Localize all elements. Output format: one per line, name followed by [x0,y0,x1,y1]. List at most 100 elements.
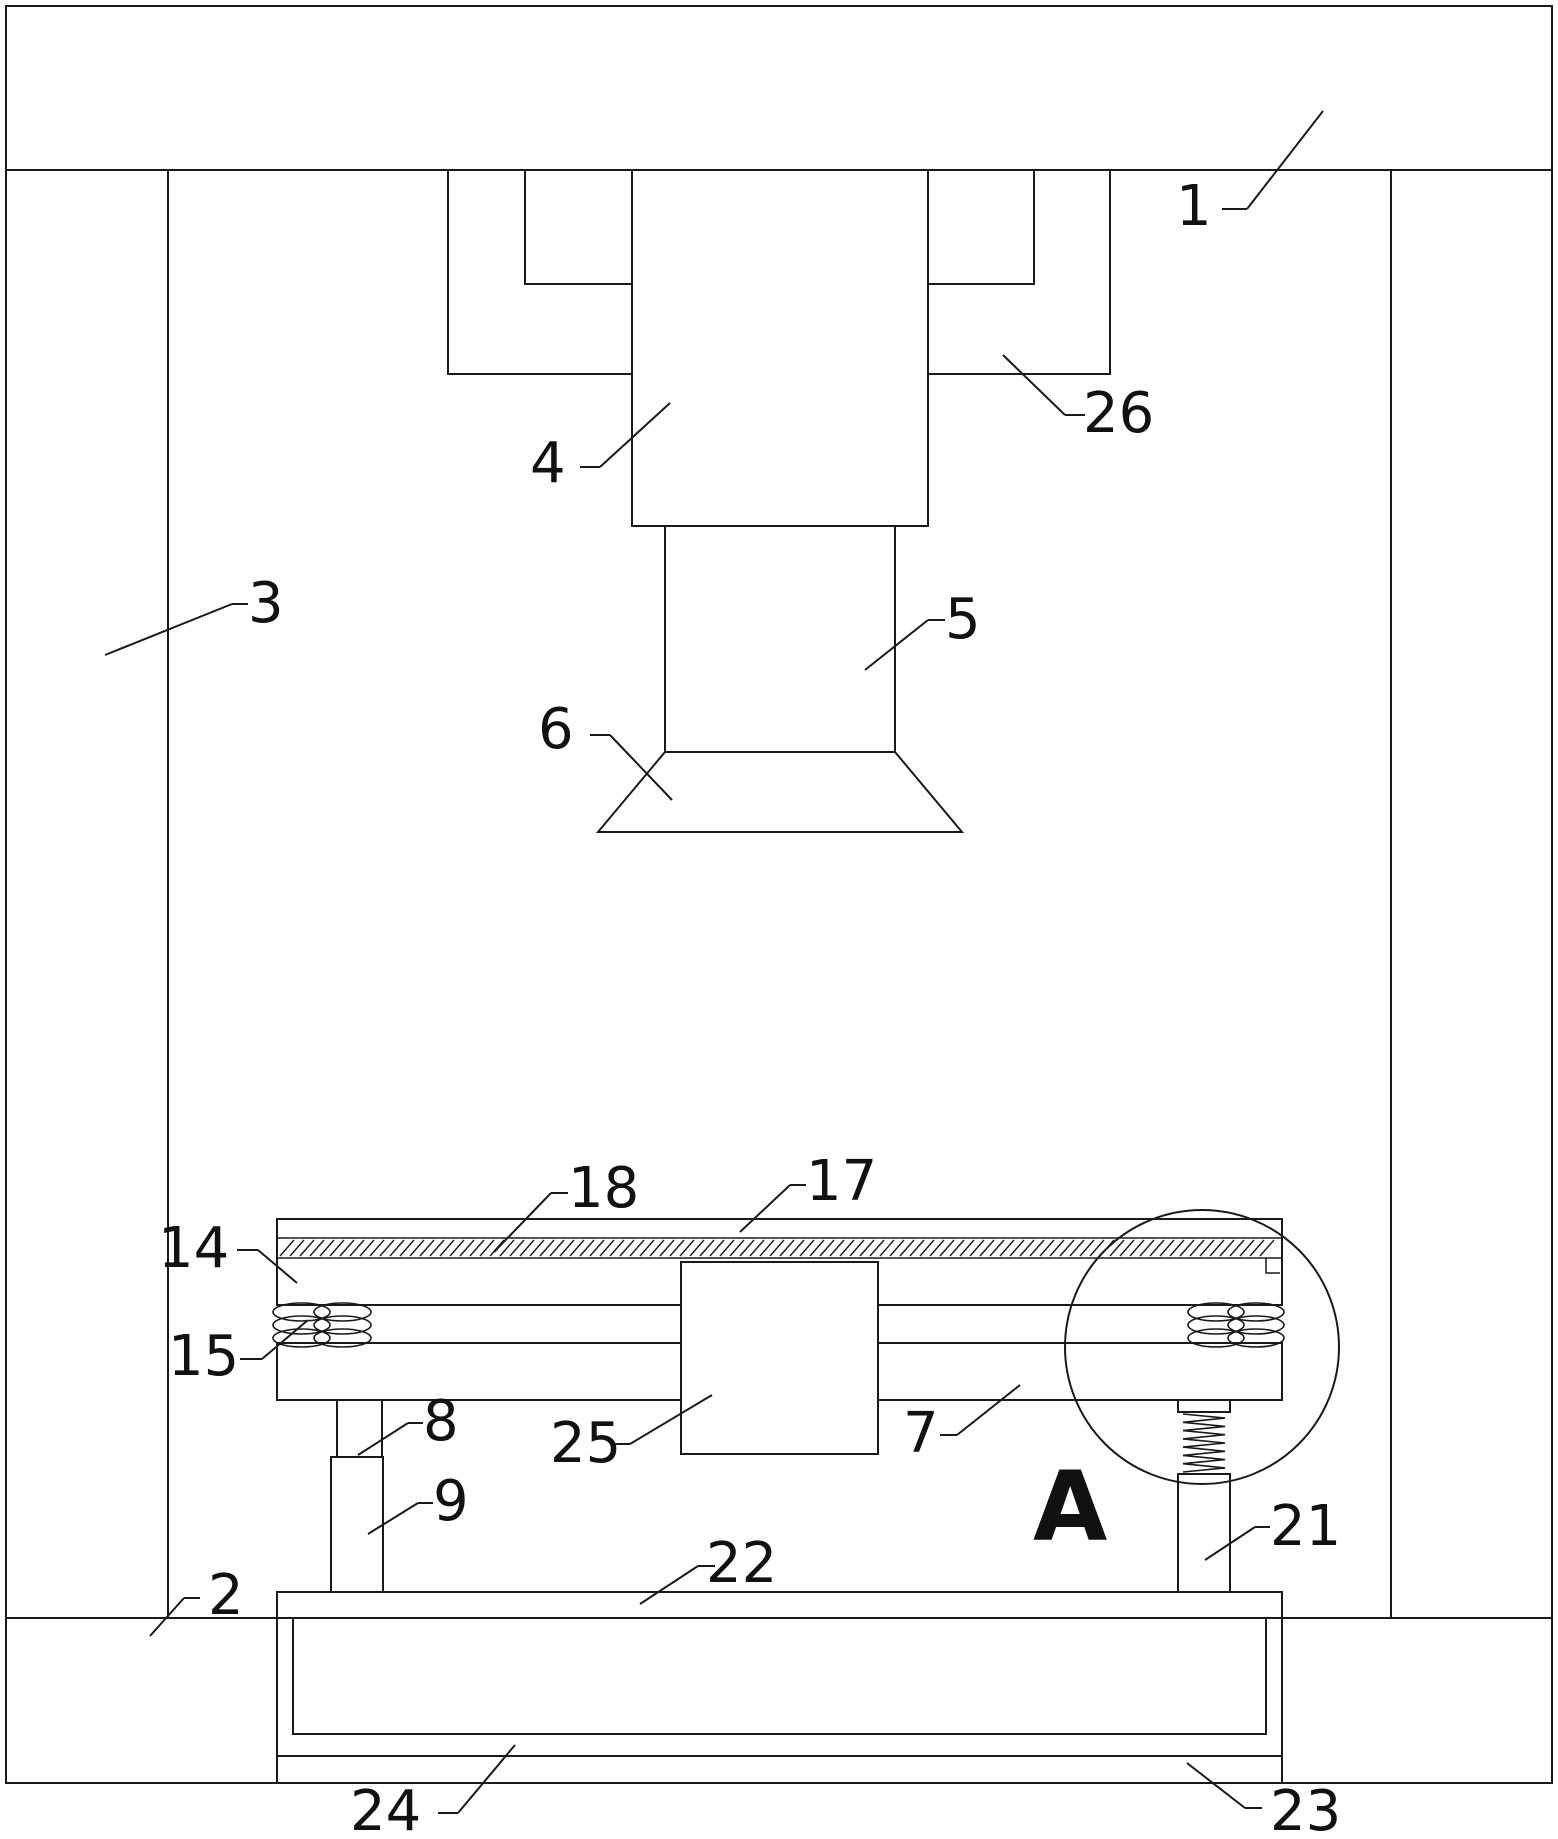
hatch-stroke [459,1239,475,1257]
spring-zigzag [1182,1413,1226,1473]
hatch-stroke [529,1239,545,1257]
spring-coil [1187,1302,1245,1322]
hatch-stroke [1169,1239,1185,1257]
hatch-stroke [1129,1239,1145,1257]
hatch-stroke [309,1239,325,1257]
spring-coil [313,1302,372,1322]
hatch-stroke [609,1239,625,1257]
hatch-stroke [1029,1239,1045,1257]
leader-9 [367,1502,419,1535]
hydraulic-cylinder [631,169,929,527]
hatch-stroke [359,1239,375,1257]
hatch-stroke [1109,1239,1125,1257]
hatch-stroke [1199,1239,1215,1257]
leader-7 [956,1384,1021,1436]
spring-coil [1227,1302,1285,1322]
hatch-stroke [1059,1239,1075,1257]
hatch-stroke [829,1239,845,1257]
hatch-stroke [949,1239,965,1257]
hatch-stroke [999,1239,1015,1257]
hatch-stroke [939,1239,955,1257]
hatch-stroke [299,1239,315,1257]
hatch-stroke [279,1239,295,1257]
hatch-stroke [619,1239,635,1257]
hatch-stroke [689,1239,705,1257]
hatch-stroke [289,1239,305,1257]
hatch-stroke [519,1239,535,1257]
label-4: 4 [530,431,566,496]
spring-right-15 [1187,1302,1285,1348]
hatch-stroke [1259,1239,1275,1257]
center-block-25 [680,1261,879,1455]
hatch-stroke [859,1239,875,1257]
hatch-stroke [1089,1239,1105,1257]
hatch-stroke [369,1239,385,1257]
leader-lines [104,110,1324,1814]
hatch-stroke [499,1239,515,1257]
hatch-stroke [339,1239,355,1257]
leader-5 [864,619,929,671]
hatch-stroke [1069,1239,1085,1257]
hatch-stroke [699,1239,715,1257]
label-detail-a: A [1033,1451,1107,1563]
hatch-stroke [1149,1239,1165,1257]
hatch-stroke [539,1239,555,1257]
label-3: 3 [248,571,284,636]
hatch-stroke [679,1239,695,1257]
hatch-stroke [1239,1239,1255,1257]
bracket-outer-left [447,170,632,375]
right-support-21 [1177,1473,1231,1593]
hatch-stroke [659,1239,675,1257]
hatch-stroke [599,1239,615,1257]
bracket-outer-right [928,170,1111,375]
spring-coil [1187,1328,1245,1348]
detail-circle-a [1064,1209,1340,1485]
leader-22 [639,1565,699,1605]
label-25: 25 [550,1411,621,1476]
hatch-stroke [759,1239,775,1257]
table-plate-22 [276,1591,1283,1619]
label-9: 9 [433,1469,469,1534]
strip-end-hook [1265,1258,1280,1274]
leader-2 [149,1597,185,1637]
hatch-stroke [969,1239,985,1257]
leader-6 [609,734,673,801]
hatch-stroke [1079,1239,1095,1257]
hatch-stroke [889,1239,905,1257]
bracket-inner-left [524,170,632,285]
label-18: 18 [568,1156,639,1221]
hatch-stroke [329,1239,345,1257]
hatch-stroke [349,1239,365,1257]
label-23: 23 [1270,1779,1341,1839]
spring-coil [272,1302,331,1322]
hatch-stroke [709,1239,725,1257]
spring-coil [313,1328,372,1348]
hatch-stroke [379,1239,395,1257]
leader-14 [257,1249,298,1284]
hatch-stroke [769,1239,785,1257]
hatch-stroke [509,1239,525,1257]
hatch-stroke [1019,1239,1035,1257]
right-spring-cap [1177,1399,1231,1413]
hatch-stroke [399,1239,415,1257]
hatch-stroke [989,1239,1005,1257]
label-26: 26 [1083,381,1154,446]
hatch-stroke [559,1239,575,1257]
leader-1 [1246,110,1324,210]
label-6: 6 [538,697,574,762]
bracket-inner-right [928,170,1035,285]
hatch-stroke [1219,1239,1235,1257]
hatch-stroke [419,1239,435,1257]
leader-24 [457,1744,516,1814]
leader-8 [357,1422,409,1456]
hatch-stroke [909,1239,925,1257]
hatch-stroke [439,1239,455,1257]
spring-coil [272,1315,331,1335]
hatch-stroke [629,1239,645,1257]
hatch-stroke [1209,1239,1225,1257]
hatch-stroke [799,1239,815,1257]
hatch-stroke [1159,1239,1175,1257]
spring-left-15 [272,1302,372,1348]
hatch-stroke [1189,1239,1205,1257]
leader-25 [629,1394,713,1445]
